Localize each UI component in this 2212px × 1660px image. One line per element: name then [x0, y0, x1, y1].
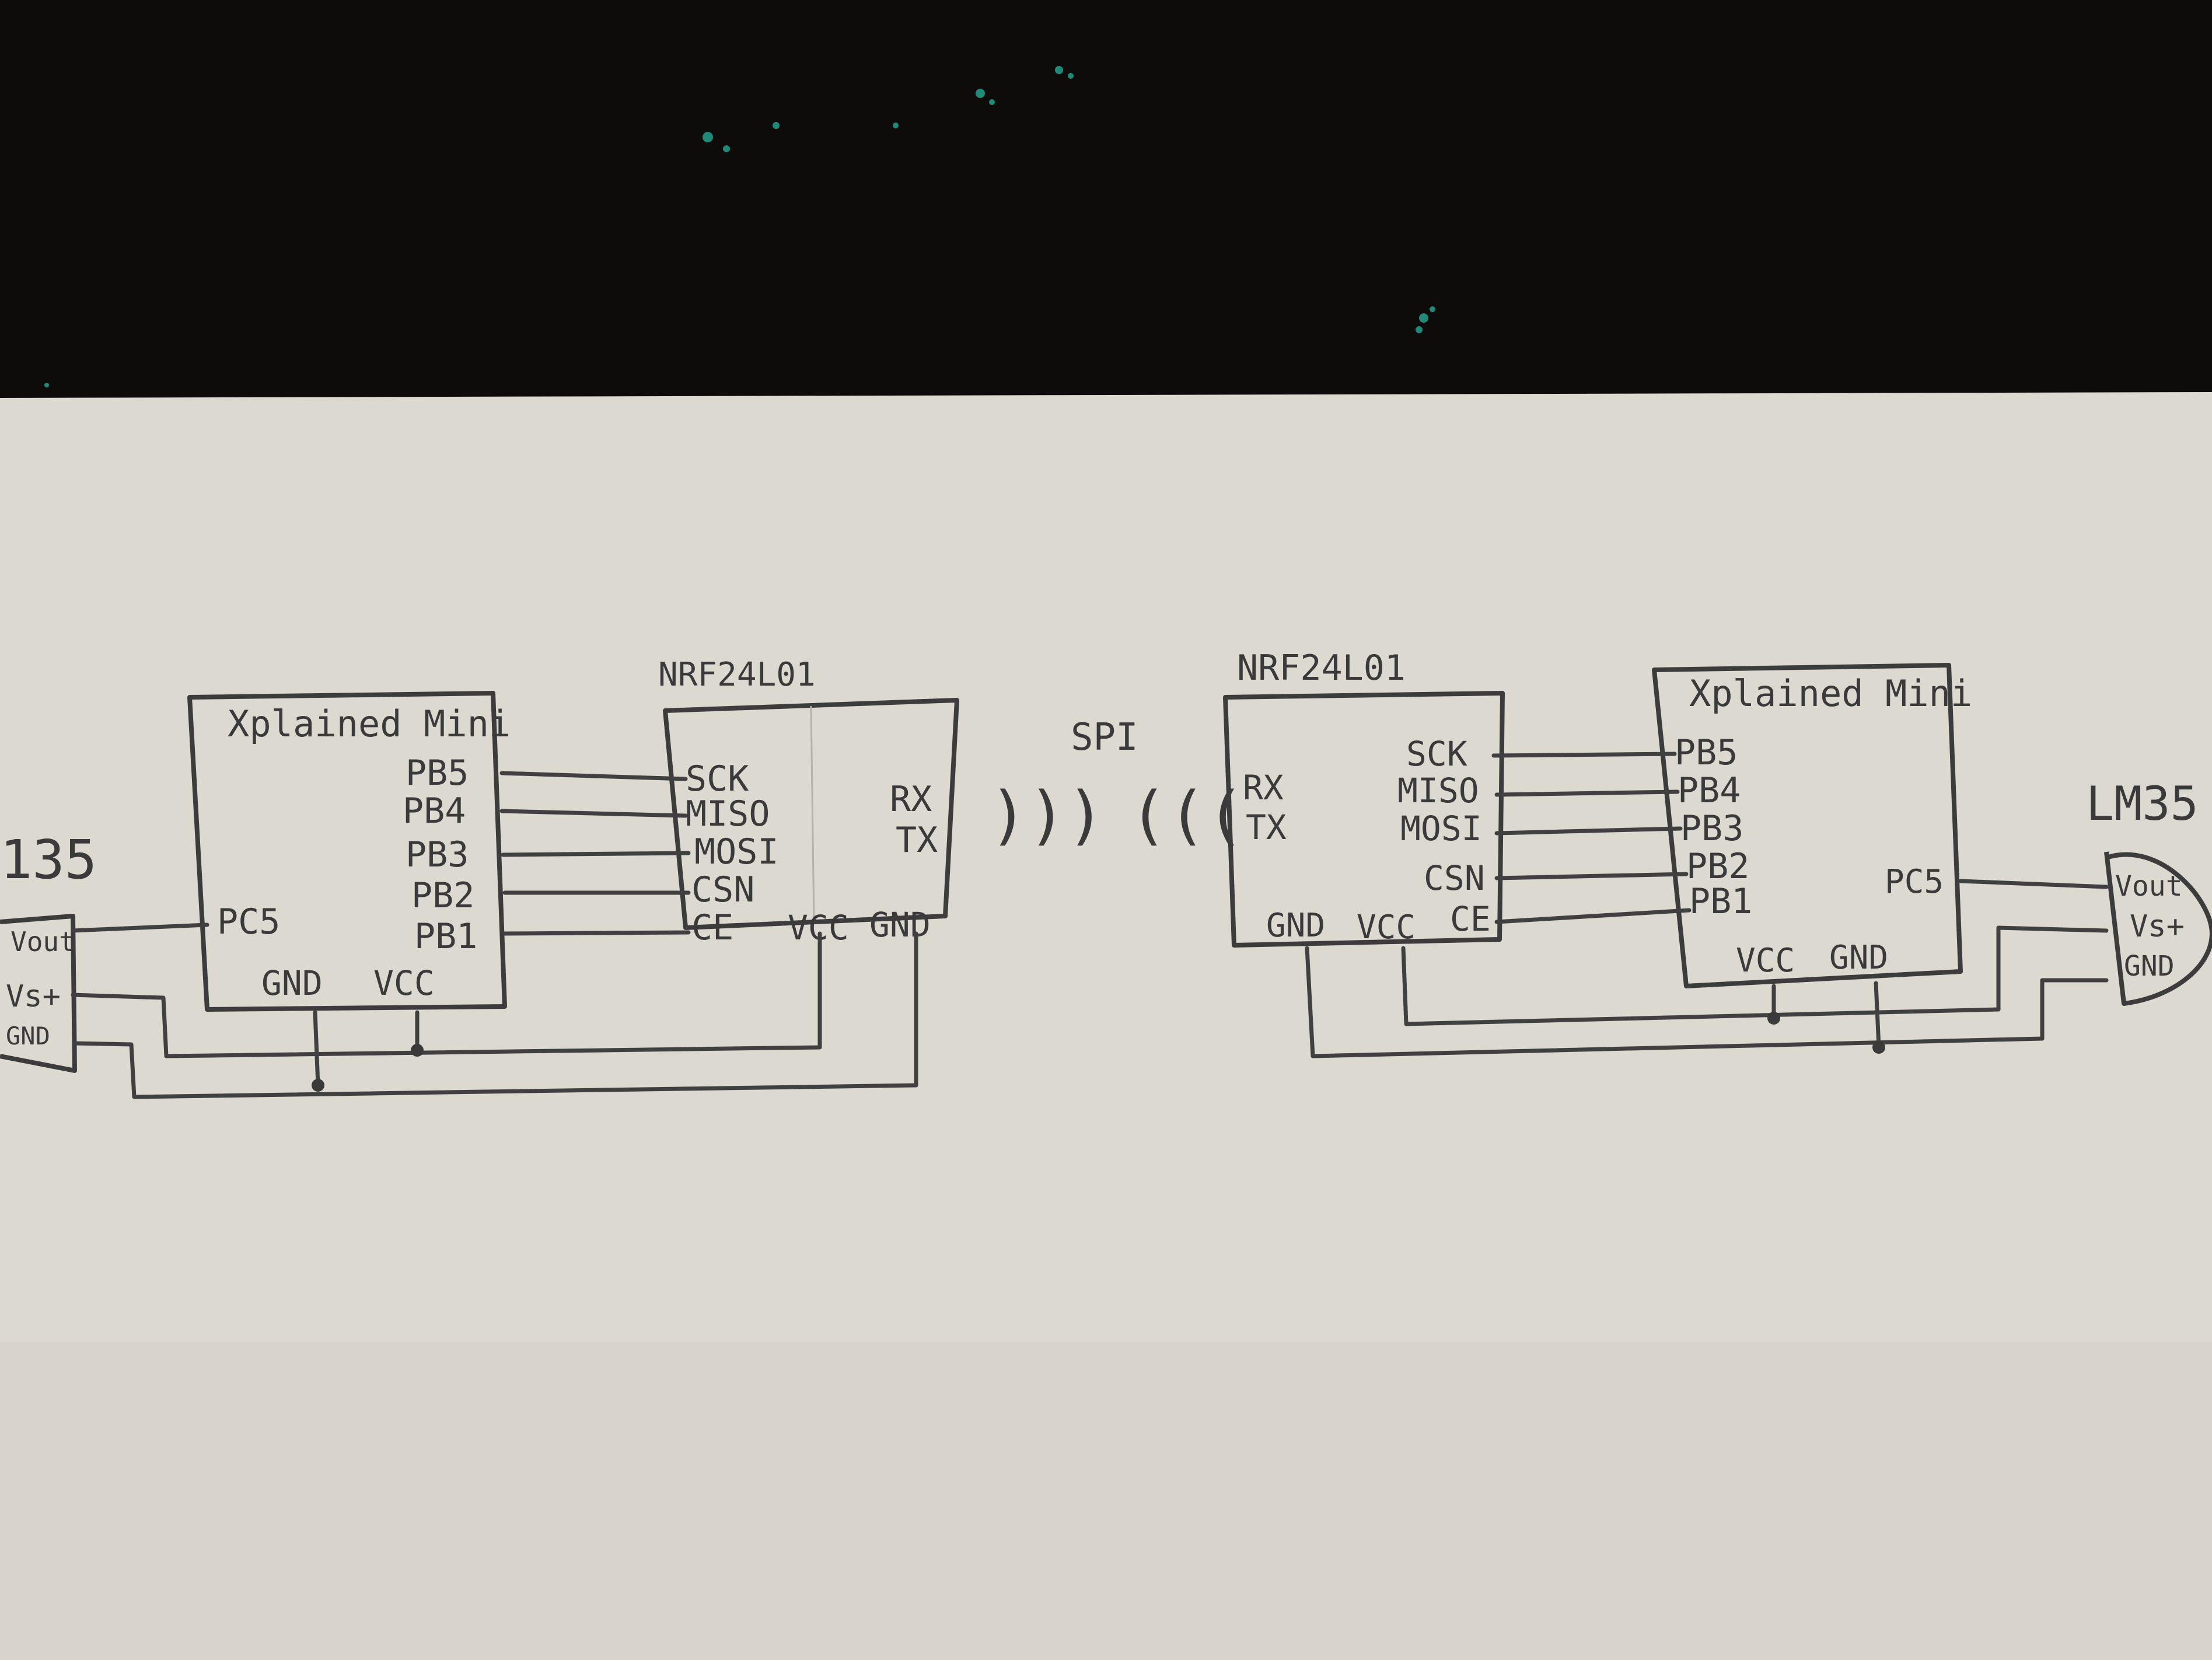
left-radio-pin-miso: MISO [686, 794, 770, 834]
left-junction-gnd [312, 1079, 324, 1092]
right-sensor-pin-vs: Vs+ [2130, 909, 2185, 944]
paper-shade [0, 1342, 2212, 1660]
right-radio-pin-rx: RX [1243, 768, 1284, 808]
left-radio-divider [810, 705, 815, 922]
left-mcu-pin-pb3: PB3 [406, 834, 469, 875]
right-radio-pin-miso: MISO [1397, 771, 1479, 810]
right-mcu-title: Xplained Mini [1689, 672, 1972, 715]
left-sensor-pin-vout: Vout [11, 926, 75, 957]
left-mcu-pin-vcc: VCC [373, 963, 435, 1003]
left-mcu-pin-pb2: PB2 [411, 875, 474, 916]
right-sensor-pin-vout: Vout [2115, 870, 2183, 903]
left-radio-pin-tx: TX [896, 820, 938, 861]
right-mcu-pin-gnd: GND [1829, 939, 1888, 977]
right-spi-wires [1491, 752, 1692, 924]
right-radio-box [1223, 691, 1505, 948]
link-tx-waves: ))) [989, 778, 1105, 852]
left-radio-title: NRF24L01 [658, 656, 816, 694]
right-mcu-pin-pb3: PB3 [1680, 808, 1743, 849]
left-mcu-title: Xplained Mini [228, 703, 511, 745]
right-mcu-pin-pc5: PC5 [1885, 863, 1944, 901]
link-rx-waves: ((( [1129, 778, 1245, 852]
right-radio-pin-ce: CE [1450, 899, 1491, 939]
left-radio-pin-sck: SCK [686, 759, 749, 799]
right-radio-pin-mosi: MOSI [1400, 809, 1482, 848]
left-sensor-pin-vs: Vs+ [6, 979, 61, 1014]
right-vout-wire [1958, 879, 2109, 889]
right-junction-gnd [1872, 1041, 1885, 1054]
right-radio-pin-gnd: GND [1266, 907, 1325, 945]
right-junction-vcc [1767, 1012, 1780, 1025]
left-radio-pin-gnd: GND [869, 905, 931, 945]
right-radio-pin-sck: SCK [1406, 734, 1467, 774]
right-mcu-pin-pb2: PB2 [1686, 846, 1749, 887]
left-mcu-pin-pb5: PB5 [406, 753, 469, 794]
left-power-wires [71, 931, 918, 1099]
right-radio-title: NRF24L01 [1237, 648, 1406, 689]
right-sensor-name: LM35 [2086, 777, 2199, 831]
table-surface [0, 0, 2212, 408]
left-sensor-name: 135 [0, 829, 97, 891]
left-vout-wire [71, 922, 209, 933]
right-mcu-pin-vcc: VCC [1736, 942, 1795, 980]
right-mcu-pin-pb5: PB5 [1675, 732, 1738, 773]
left-mcu-box [187, 691, 507, 1012]
right-mcu-pin-pb1: PB1 [1689, 881, 1752, 922]
left-mcu-pin-gnd: GND [261, 963, 323, 1003]
left-sensor-pin-gnd: GND [6, 1022, 50, 1050]
left-radio-pin-csn: CSN [691, 869, 754, 910]
left-radio-box [663, 698, 959, 930]
left-junction-vcc [411, 1044, 424, 1057]
right-sensor-pin-gnd: GND [2124, 950, 2175, 983]
left-mcu-pin-pb1: PB1 [414, 916, 477, 957]
left-radio-pin-ce: CE [691, 907, 733, 948]
left-spi-wires [499, 771, 691, 936]
right-mcu-box [1652, 663, 1963, 988]
right-power-wires [1305, 925, 2109, 1058]
left-radio-pin-mosi: MOSI [694, 831, 779, 872]
link-label: SPI [1071, 716, 1138, 759]
left-mcu-pin-pc5: PC5 [217, 901, 280, 942]
right-radio-pin-vcc: VCC [1357, 908, 1416, 946]
right-mcu-pin-pb4: PB4 [1678, 770, 1741, 811]
left-mcu-pin-pb4: PB4 [403, 791, 466, 831]
right-radio-pin-csn: CSN [1424, 858, 1485, 898]
left-radio-pin-rx: RX [890, 779, 932, 820]
paint-flecks [44, 66, 1435, 387]
right-radio-pin-tx: TX [1246, 808, 1287, 847]
